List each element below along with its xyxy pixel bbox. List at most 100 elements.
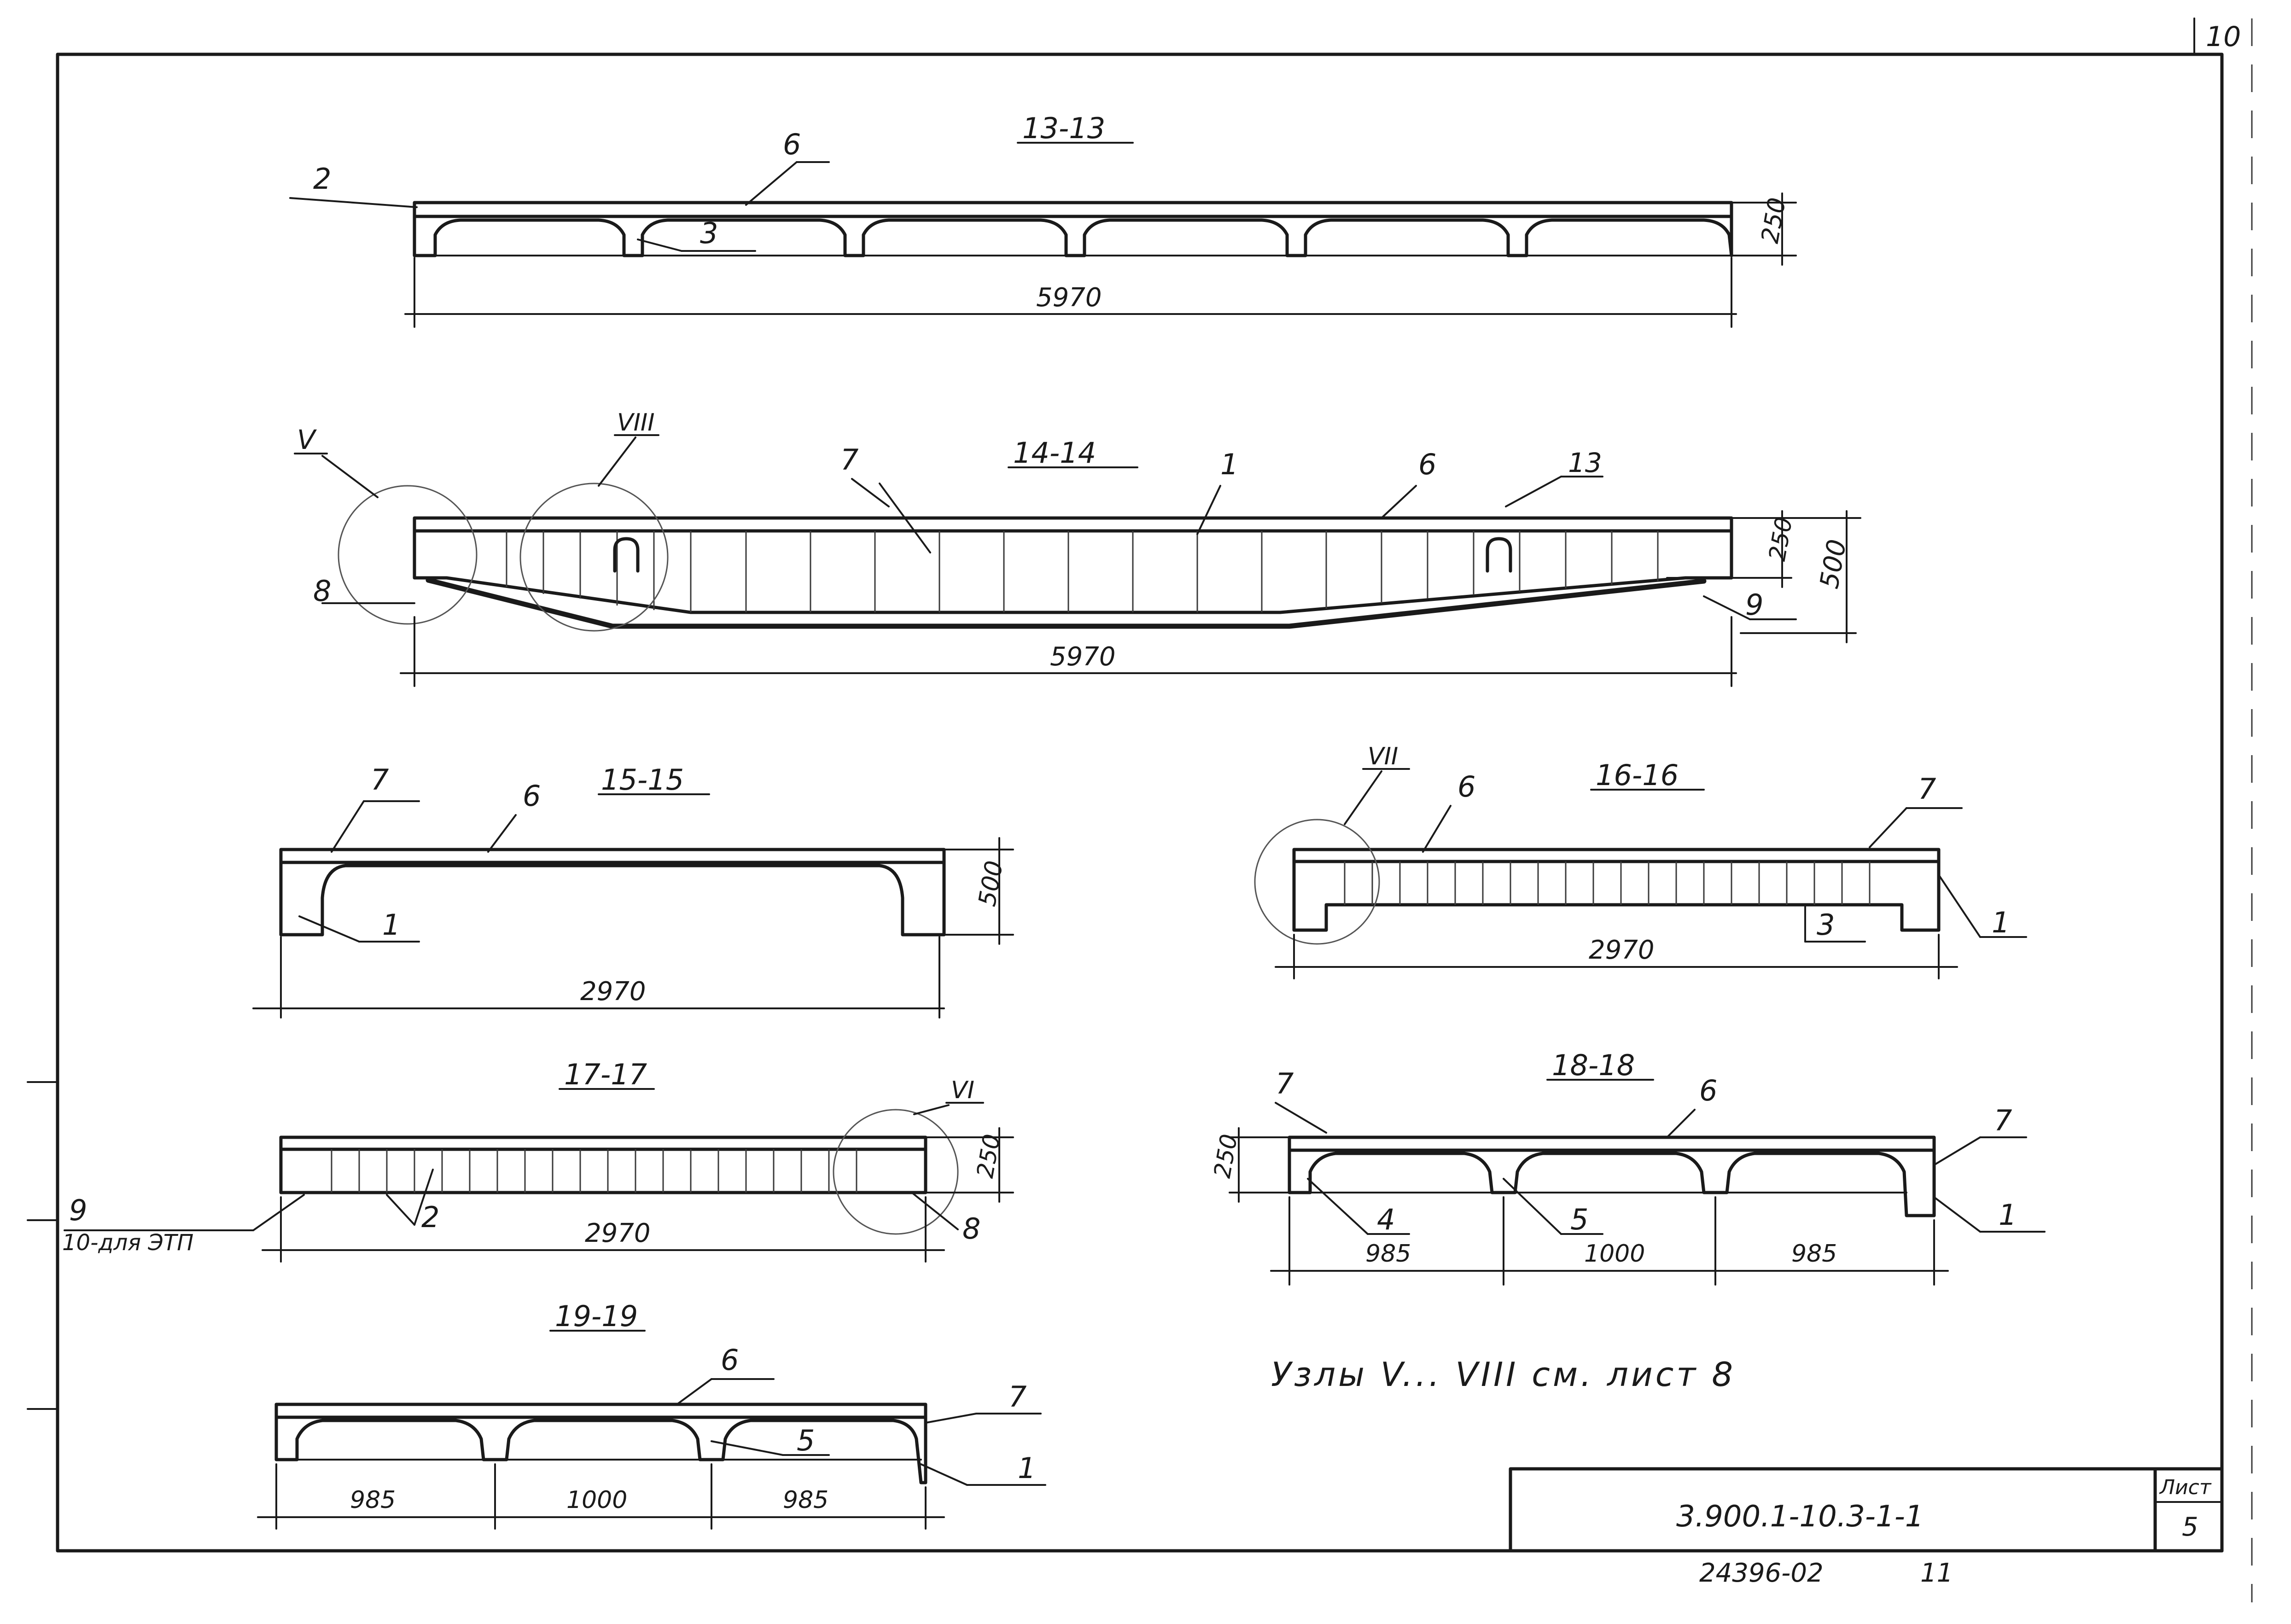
callout-1: 1 xyxy=(1999,1198,2017,1232)
node-viii-circle xyxy=(519,483,669,632)
nodes-reference-note: Узлы V... VIII см. лист 8 xyxy=(1271,1355,1736,1394)
node-vi-circle xyxy=(833,1109,959,1235)
callout-10-note: 10-для ЭТП xyxy=(62,1230,193,1256)
height-inner-dimension: 250 xyxy=(1764,515,1798,563)
rib-profile xyxy=(1292,860,1941,932)
section-title: 17-17 xyxy=(564,1058,647,1091)
section-title: 13-13 xyxy=(1022,111,1105,145)
section-15-15: 15-15 2970 500 7 6 1 xyxy=(252,763,1014,1019)
callout-4: 4 xyxy=(1377,1203,1395,1236)
sheet-label: Лист xyxy=(2159,1476,2212,1499)
leader-line xyxy=(1344,770,1382,825)
callout-9: 9 xyxy=(69,1193,87,1227)
leader-line xyxy=(1933,1136,1981,1166)
length-dimension: 2970 xyxy=(585,1218,651,1248)
callout-7: 7 xyxy=(840,443,858,477)
slab-top xyxy=(279,848,946,864)
leader-line xyxy=(913,1104,950,1115)
rib-profile xyxy=(279,861,946,937)
span-dimension: 985 xyxy=(783,1486,828,1514)
slab-top xyxy=(1292,848,1941,863)
leader-line xyxy=(386,1194,415,1226)
leader-line xyxy=(925,1413,977,1424)
leader-line xyxy=(487,814,517,853)
leader-line xyxy=(1505,476,1562,507)
length-dimension: 5970 xyxy=(1036,283,1102,313)
callout-7: 7 xyxy=(1994,1104,2012,1137)
leader-line xyxy=(745,161,798,206)
callout-7: 7 xyxy=(1276,1067,1294,1100)
height-dimension: 250 xyxy=(972,1132,1006,1180)
callout-2: 2 xyxy=(421,1200,439,1234)
callout-2: 2 xyxy=(313,162,331,196)
title-block: 3.900.1-10.3-1-1 Лист 5 24396-02 11 xyxy=(1509,1467,2224,1588)
leader-line xyxy=(414,1169,434,1226)
callout-1: 1 xyxy=(1992,906,2010,939)
leader-line xyxy=(920,1463,968,1486)
rib-profile xyxy=(413,215,1733,257)
section-18-18: 18-18 250 985 1000 985 7 6 7 4 5 1 xyxy=(1209,1048,2046,1286)
leader-line xyxy=(879,483,931,553)
callout-6: 6 xyxy=(721,1343,739,1377)
callout-6: 6 xyxy=(1699,1074,1717,1107)
section-title: 15-15 xyxy=(601,763,684,797)
rib-profile xyxy=(1288,1148,1936,1217)
callout-7: 7 xyxy=(371,763,389,797)
section-19-19: 19-19 985 1000 985 6 7 5 1 xyxy=(257,1299,1046,1530)
height-dimension: 250 xyxy=(1209,1132,1243,1180)
leader-line xyxy=(711,1440,784,1456)
inventory-number: 24396-02 xyxy=(1699,1558,1824,1588)
leader-line xyxy=(289,197,418,208)
leader-line xyxy=(1869,807,1907,848)
length-dimension: 5970 xyxy=(1050,642,1116,672)
inventory-page: 11 xyxy=(1920,1558,1953,1588)
node-viii-label: VIII xyxy=(617,409,655,437)
callout-8: 8 xyxy=(313,574,331,608)
outer-frame xyxy=(56,52,2224,1553)
callout-5: 5 xyxy=(797,1424,815,1457)
leader-line xyxy=(1381,485,1417,519)
callout-6: 6 xyxy=(783,128,801,161)
slab-top xyxy=(1288,1135,1936,1152)
slab-top xyxy=(413,201,1733,218)
sheet-frame: 10 xyxy=(27,17,2253,1602)
callout-3: 3 xyxy=(1817,908,1835,942)
leader-line xyxy=(1703,595,1751,620)
node-vii-label: VII xyxy=(1368,743,1398,770)
callout-6: 6 xyxy=(1457,770,1475,803)
callout-1: 1 xyxy=(1018,1451,1036,1485)
section-title: 19-19 xyxy=(555,1299,638,1333)
leader-line xyxy=(911,1192,959,1230)
stirrups xyxy=(506,531,1659,612)
span-dimension: 985 xyxy=(1791,1240,1837,1268)
beam-top xyxy=(413,516,1733,533)
sheet-number: 5 xyxy=(2182,1512,2198,1542)
leader-line xyxy=(298,915,360,943)
leader-line xyxy=(851,478,890,507)
slab-top xyxy=(274,1403,927,1419)
span-dimension: 985 xyxy=(1365,1240,1411,1268)
leader-line xyxy=(637,239,682,252)
section-title: 14-14 xyxy=(1013,436,1096,470)
span-dimension: 1000 xyxy=(566,1486,627,1514)
leader-line xyxy=(598,437,636,487)
section-13-13: 13-13 5970 250 2 6 3 xyxy=(289,111,1797,328)
leader-line xyxy=(676,1378,712,1405)
span-dimension: 985 xyxy=(350,1486,396,1514)
section-17-17: 17-17 VI 2 8 9 10-для ЭТП xyxy=(62,1058,1014,1263)
leader-line xyxy=(1196,485,1221,535)
title-block-frame xyxy=(1509,1467,2224,1553)
section-title: 18-18 xyxy=(1552,1048,1635,1082)
section-14-14: 14-14 V VIII 7 1 xyxy=(294,409,1861,687)
section-16-16: 16-16 VII 6 7 3 1 xyxy=(1254,743,2027,979)
document-code: 3.900.1-10.3-1-1 xyxy=(1676,1500,1924,1534)
leader-line xyxy=(1307,1178,1369,1235)
callout-7: 7 xyxy=(1009,1380,1026,1414)
rib-profile xyxy=(279,1147,927,1194)
leader-line xyxy=(331,800,365,853)
callout-6: 6 xyxy=(523,779,541,813)
stirrups xyxy=(331,1149,857,1193)
beam-bottom-chord xyxy=(426,577,1707,629)
callout-1: 1 xyxy=(1220,448,1238,481)
